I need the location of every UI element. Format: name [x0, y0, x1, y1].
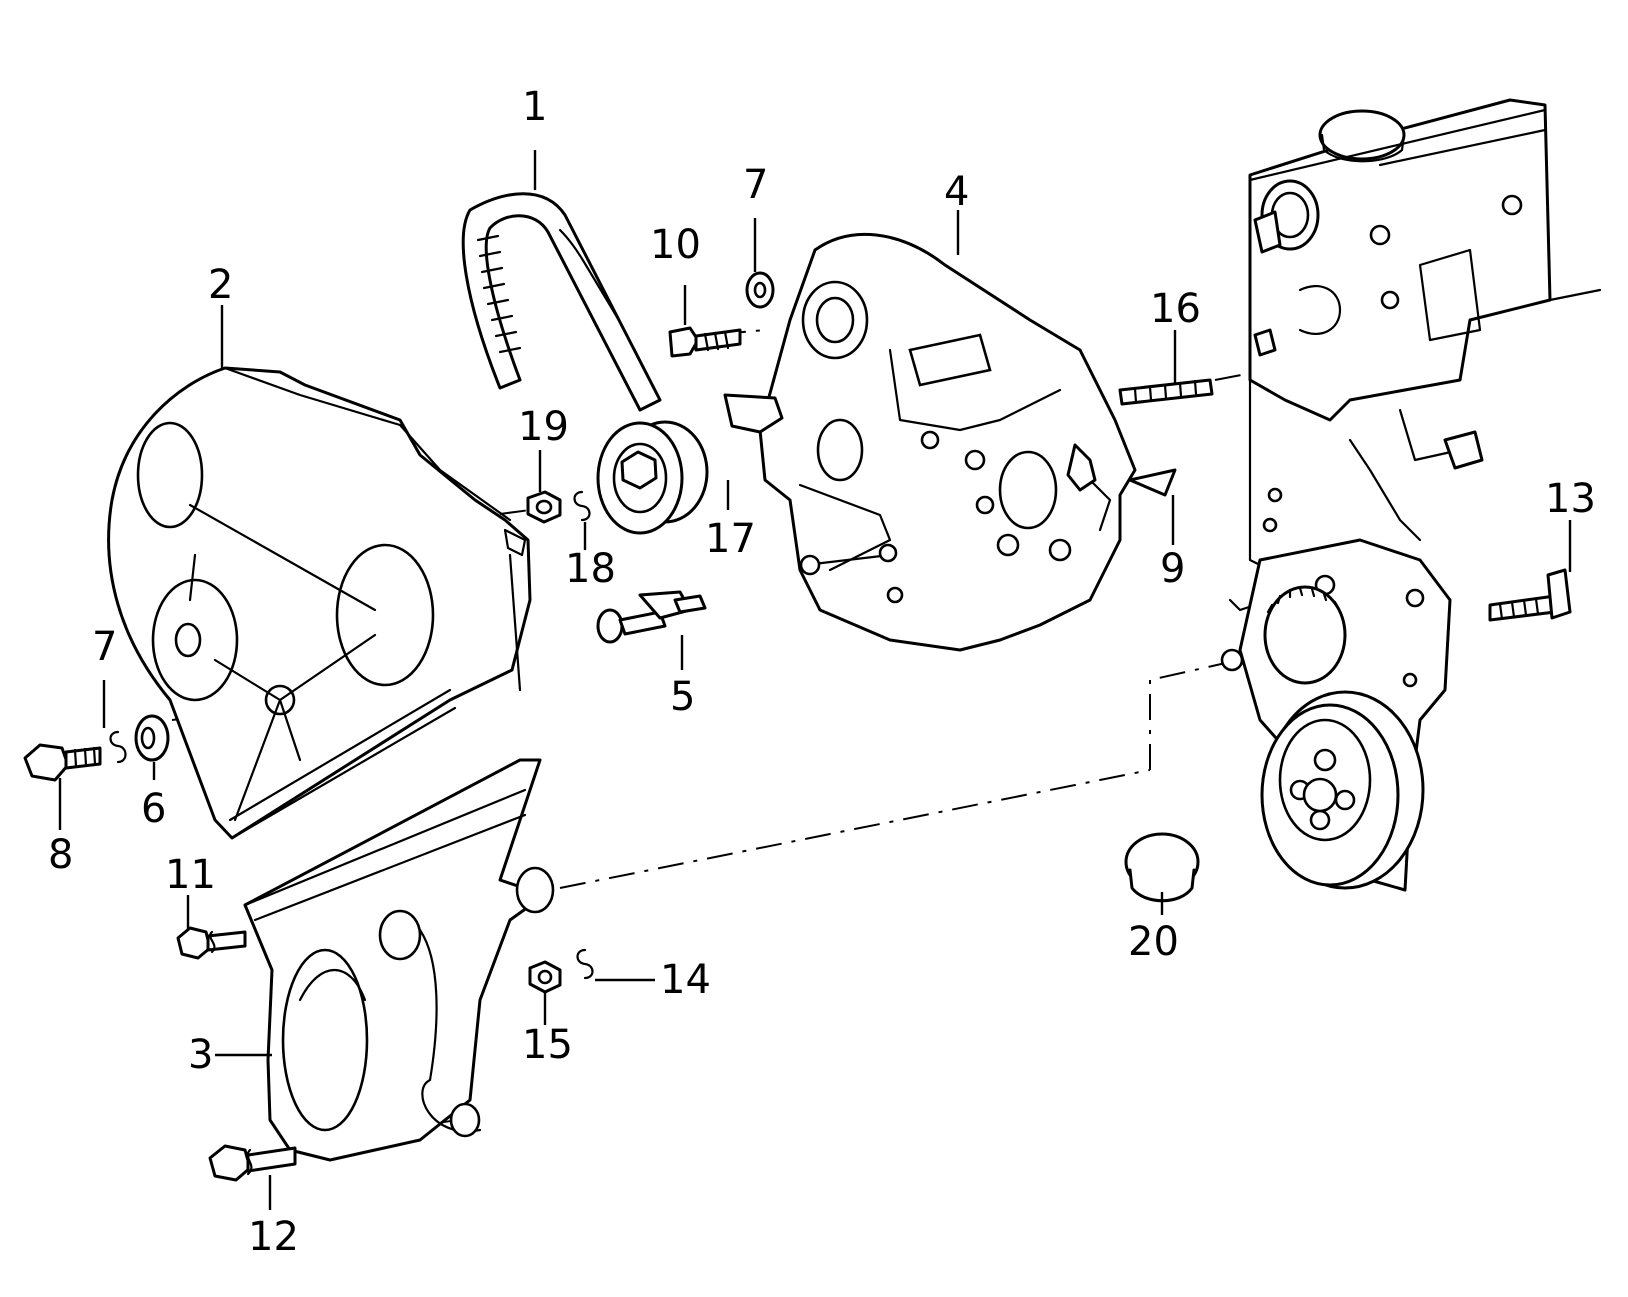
- crank-sprocket: [1263, 585, 1347, 685]
- callout-19: 19: [518, 404, 569, 450]
- callout-11: 11: [165, 852, 216, 898]
- bolt-12: [208, 1144, 297, 1182]
- lower-timing-cover: [243, 758, 555, 1162]
- bracket-left: [723, 393, 784, 434]
- engine-block: [1228, 98, 1602, 612]
- bolt-13: [1488, 568, 1572, 622]
- adjuster-screw: [596, 590, 707, 644]
- bolt-10: [668, 326, 742, 358]
- spring-washer-18: [573, 490, 591, 522]
- nut-19: [526, 490, 562, 524]
- callout-7-top: 7: [743, 162, 768, 208]
- callout-12: 12: [248, 1214, 299, 1260]
- callout-20: 20: [1128, 919, 1179, 965]
- toothed-belt: [461, 192, 662, 412]
- callout-13: 13: [1545, 476, 1596, 522]
- upper-timing-cover: [107, 366, 532, 840]
- callout-17: 17: [705, 516, 756, 562]
- washer-6: [134, 714, 170, 762]
- callout-18: 18: [565, 546, 616, 592]
- bolt-11: [176, 926, 247, 960]
- callout-labels: 1 2 3 4 5 6 7 7 8 9 10 11 12 13 14 15 16…: [48, 84, 1596, 1260]
- leader-lines: [58, 150, 1572, 1210]
- nut-15: [528, 960, 562, 994]
- callout-15: 15: [522, 1022, 573, 1068]
- callout-1: 1: [522, 84, 547, 130]
- bolt-8: [23, 743, 102, 782]
- stud-16: [1118, 378, 1214, 406]
- callout-10: 10: [650, 222, 701, 268]
- spring-washer-14: [576, 948, 594, 980]
- callout-2: 2: [208, 262, 233, 308]
- callout-7-left: 7: [92, 624, 117, 670]
- crank-pulley: [1260, 690, 1425, 890]
- spring-washer-7-left: [109, 730, 127, 764]
- callout-14: 14: [660, 957, 711, 1003]
- callout-6: 6: [141, 786, 166, 832]
- washer-7-top: [745, 271, 775, 309]
- callout-9: 9: [1160, 546, 1185, 592]
- tensioner-roller: [596, 420, 709, 535]
- callout-5: 5: [670, 674, 695, 720]
- callout-8: 8: [48, 832, 73, 878]
- rear-timing-plate: [758, 232, 1137, 652]
- bracket-9: [1128, 468, 1177, 497]
- callout-3: 3: [188, 1032, 213, 1078]
- callout-16: 16: [1150, 286, 1201, 332]
- callout-4: 4: [944, 169, 969, 215]
- plug-20: [1124, 832, 1200, 903]
